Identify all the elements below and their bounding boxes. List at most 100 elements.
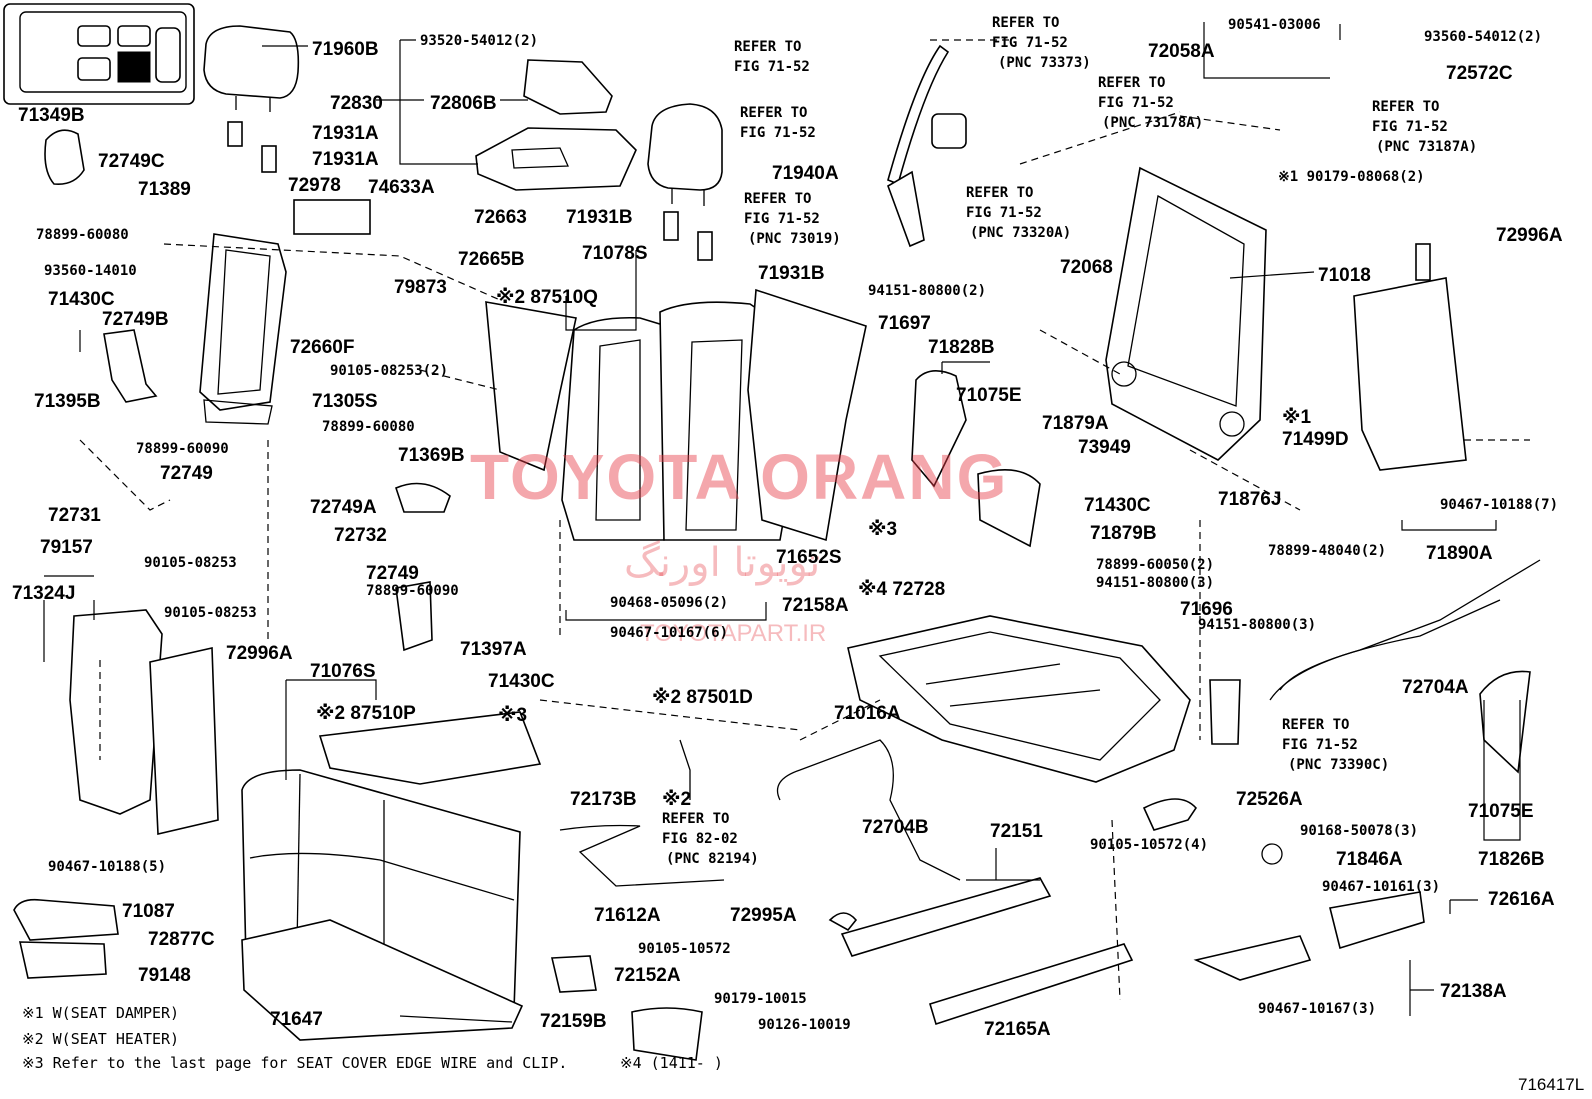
legend-item-1: ※1 W(SEAT DAMPER) bbox=[22, 1004, 179, 1022]
part-label: 72877C bbox=[148, 929, 215, 950]
part-label: 71324J bbox=[12, 583, 76, 604]
legend-mark: ※3 bbox=[22, 1054, 44, 1072]
part-label: (PNC 73019) bbox=[748, 231, 841, 247]
part-label: 71430C bbox=[48, 289, 115, 310]
part-label: 71612A bbox=[594, 905, 661, 926]
part-label: 72660F bbox=[290, 337, 355, 358]
part-label: 71369B bbox=[398, 445, 465, 466]
part-label: 72616A bbox=[1488, 889, 1555, 910]
seatback-frame-71018 bbox=[1105, 166, 1267, 461]
part-label: 72830 bbox=[330, 93, 383, 114]
legend-item-4: ※4 (1411- ) bbox=[620, 1054, 723, 1072]
part-label: 71846A bbox=[1336, 849, 1403, 870]
part-label: 72165A bbox=[984, 1019, 1051, 1040]
part-label: ※3 bbox=[498, 705, 528, 726]
part-label: 72158A bbox=[782, 595, 849, 616]
part-label: 71016A bbox=[834, 703, 901, 724]
part-label: 79873 bbox=[394, 277, 447, 298]
part-label: 93560-54012(2) bbox=[1424, 29, 1543, 45]
legend-text: (1411- ) bbox=[650, 1054, 723, 1072]
part-label: 71697 bbox=[878, 313, 931, 334]
part-label: 72572C bbox=[1446, 63, 1513, 84]
part-label: 90467-10167(6) bbox=[610, 625, 729, 641]
part-label: 71931B bbox=[566, 207, 633, 228]
part-label: 72749 bbox=[366, 563, 419, 584]
part-label: 72732 bbox=[334, 525, 387, 546]
part-label: 90105-08253 bbox=[164, 605, 257, 621]
part-label: 94151-80800(2) bbox=[868, 283, 987, 299]
part-label: ※1 90179-08068(2) bbox=[1278, 169, 1425, 185]
part-label: 71395B bbox=[34, 391, 101, 412]
part-label: 71075E bbox=[1468, 801, 1534, 822]
part-label: 94151-80800(3) bbox=[1198, 617, 1317, 633]
part-label: 71879A bbox=[1042, 413, 1109, 434]
part-label: 90541-03006 bbox=[1228, 17, 1321, 33]
seat-belt-assembly bbox=[887, 44, 1241, 745]
part-label: 90105-08253(2) bbox=[330, 363, 449, 379]
part-label: 71430C bbox=[488, 671, 555, 692]
part-label: REFER TO bbox=[1098, 75, 1166, 91]
headrest-71940a bbox=[647, 103, 723, 206]
part-label: REFER TO bbox=[1282, 717, 1350, 733]
part-label: 72058A bbox=[1148, 41, 1215, 62]
part-label: 71076S bbox=[310, 661, 376, 682]
part-label: 90467-10161(3) bbox=[1322, 879, 1441, 895]
part-label: 71828B bbox=[928, 337, 995, 358]
part-label: 72665B bbox=[458, 249, 525, 270]
part-label: 71931B bbox=[758, 263, 825, 284]
part-label: ※3 bbox=[868, 519, 898, 540]
part-label: FIG 71-52 bbox=[740, 125, 816, 141]
part-label: 72663 bbox=[474, 207, 527, 228]
side-covers-right bbox=[911, 370, 1531, 981]
part-label: REFER TO bbox=[966, 185, 1034, 201]
part-label: 72152A bbox=[614, 965, 681, 986]
seat-cushion-frame-71016a bbox=[847, 615, 1191, 783]
seat-position-thumbnail bbox=[3, 3, 195, 105]
part-label: 72749B bbox=[102, 309, 169, 330]
part-label: REFER TO bbox=[740, 105, 808, 121]
cables bbox=[559, 559, 1541, 887]
part-label: 90467-10188(5) bbox=[48, 859, 167, 875]
part-label: 72704B bbox=[862, 817, 929, 838]
part-label: 90105-10572(4) bbox=[1090, 837, 1209, 853]
part-label: 72526A bbox=[1236, 789, 1303, 810]
part-label: 71078S bbox=[582, 243, 648, 264]
part-label: 78899-60090 bbox=[136, 441, 229, 457]
part-label: REFER TO bbox=[1372, 99, 1440, 115]
part-label: ※4 72728 bbox=[858, 579, 946, 600]
part-label: FIG 71-52 bbox=[992, 35, 1068, 51]
part-label: 71397A bbox=[460, 639, 527, 660]
part-label: 71499D bbox=[1282, 429, 1349, 450]
part-label: FIG 71-52 bbox=[966, 205, 1042, 221]
legend-item-2: ※2 W(SEAT HEATER) bbox=[22, 1030, 179, 1048]
part-label: 78899-60080 bbox=[322, 419, 415, 435]
part-label: 71430C bbox=[1084, 495, 1151, 516]
part-label: REFER TO bbox=[992, 15, 1060, 31]
part-label: (PNC 73187A) bbox=[1376, 139, 1478, 155]
part-label: ※2 87501D bbox=[652, 687, 753, 708]
seat-rails bbox=[840, 877, 1134, 1026]
assembly-dashed-lines bbox=[79, 39, 1530, 1001]
part-label: ※2 87510P bbox=[316, 703, 416, 724]
part-label: 71879B bbox=[1090, 523, 1157, 544]
part-label: (PNC 73178A) bbox=[1102, 115, 1204, 131]
part-label: 71890A bbox=[1426, 543, 1493, 564]
part-label: 72151 bbox=[990, 821, 1043, 842]
part-label: FIG 71-52 bbox=[744, 211, 820, 227]
part-label: FIG 82-02 bbox=[662, 831, 738, 847]
part-label: 78899-60050(2) bbox=[1096, 557, 1215, 573]
part-label: 71389 bbox=[138, 179, 191, 200]
part-label: 72749 bbox=[160, 463, 213, 484]
part-label: 93520-54012(2) bbox=[420, 33, 539, 49]
leader-lines bbox=[43, 22, 1521, 1023]
headrest-supports bbox=[227, 121, 713, 261]
part-label: 72996A bbox=[226, 643, 293, 664]
part-label: 90467-10167(3) bbox=[1258, 1001, 1377, 1017]
part-label: 90126-10019 bbox=[758, 1017, 851, 1033]
legend-mark: ※1 bbox=[22, 1004, 44, 1022]
legend-text: Refer to the last page for SEAT COVER ED… bbox=[52, 1054, 568, 1072]
part-label: 78899-60080 bbox=[36, 227, 129, 243]
part-label: ※2 bbox=[662, 789, 692, 810]
part-label: 71696 bbox=[1180, 599, 1233, 620]
